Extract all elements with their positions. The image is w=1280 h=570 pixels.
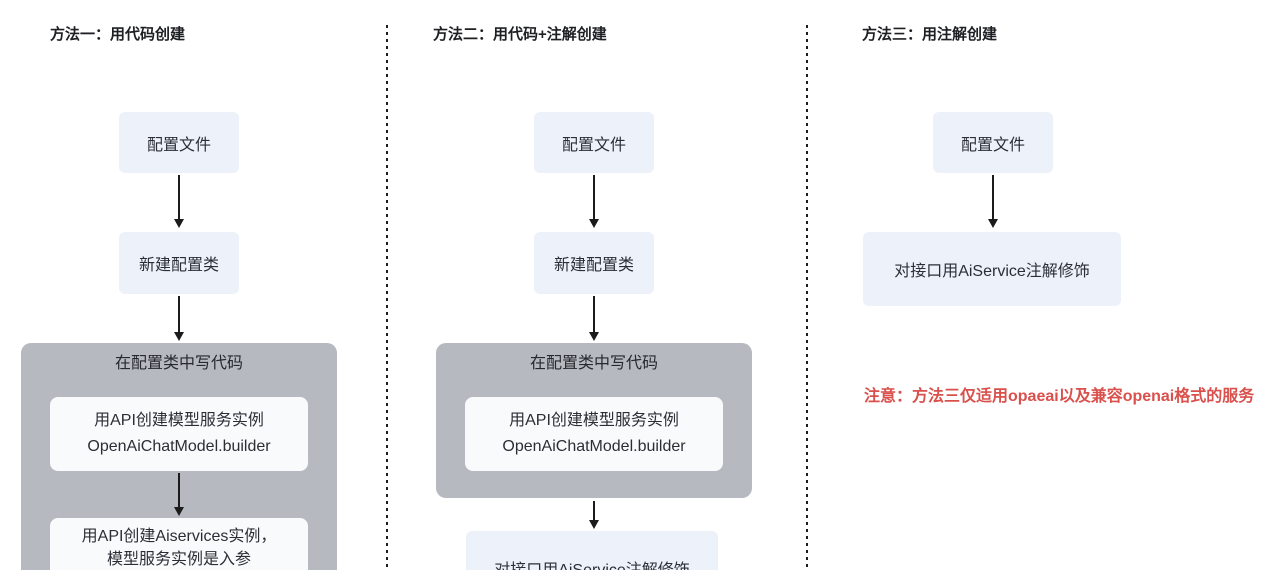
- step-text-line: OpenAiChatModel.builder: [502, 438, 686, 455]
- flow-arrow: [589, 501, 599, 529]
- code-group-container: 在配置类中写代码 用API创建模型服务实例 OpenAiChatModel.bu…: [21, 343, 337, 570]
- config-class-node: 新建配置类: [119, 232, 239, 294]
- flow-arrow: [174, 175, 184, 228]
- flow-arrow: [174, 296, 184, 341]
- config-file-node: 配置文件: [534, 112, 654, 173]
- annotate-interface-node: 对接口用AiService注解修饰: [466, 531, 718, 570]
- column-title: 方法三：用注解创建: [862, 26, 998, 43]
- column-divider: [386, 25, 388, 570]
- column-title: 方法一：用代码创建: [50, 26, 186, 43]
- flow-arrow: [174, 473, 184, 516]
- config-file-node: 配置文件: [933, 112, 1053, 173]
- column-title: 方法二：用代码+注解创建: [433, 26, 607, 43]
- flow-arrow: [589, 296, 599, 341]
- config-file-node: 配置文件: [119, 112, 239, 173]
- step-text-line: 用API创建模型服务实例: [94, 412, 264, 429]
- create-model-step-node: 用API创建模型服务实例 OpenAiChatModel.builder: [465, 397, 723, 471]
- code-group-label: 在配置类中写代码: [114, 355, 243, 372]
- annotate-interface-node: 对接口用AiService注解修饰: [863, 232, 1121, 306]
- step-text-line: OpenAiChatModel.builder: [87, 438, 271, 455]
- code-group-label: 在配置类中写代码: [529, 355, 658, 372]
- column-divider: [806, 25, 808, 570]
- step-text-line: 模型服务实例是入参: [106, 551, 251, 568]
- config-class-node: 新建配置类: [534, 232, 654, 294]
- create-aiservices-step-node: 用API创建Aiservices实例， 模型服务实例是入参: [50, 518, 308, 570]
- step-text-line: 用API创建模型服务实例: [509, 412, 679, 429]
- create-model-step-node: 用API创建模型服务实例 OpenAiChatModel.builder: [50, 397, 308, 471]
- flow-arrow: [988, 175, 998, 228]
- method3-warning-note: 注意：方法三仅适用opaeai以及兼容openai格式的服务: [864, 388, 1255, 405]
- step-text-line: 用API创建Aiservices实例，: [81, 528, 277, 545]
- code-group-container: 在配置类中写代码 用API创建模型服务实例 OpenAiChatModel.bu…: [436, 343, 752, 498]
- flow-arrow: [589, 175, 599, 228]
